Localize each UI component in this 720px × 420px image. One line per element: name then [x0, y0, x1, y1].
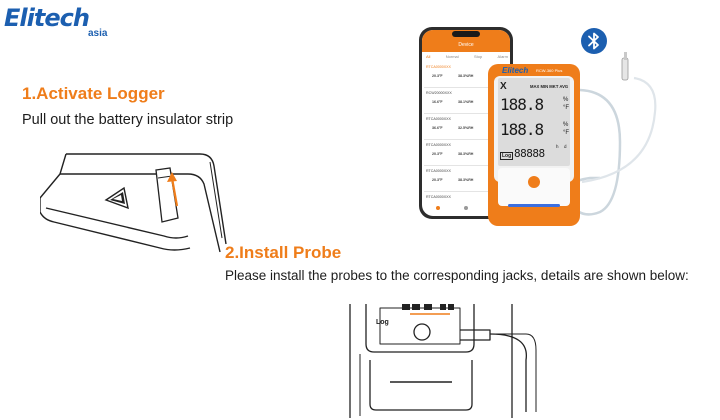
device-temp: 16.6°F: [432, 100, 443, 104]
device-card[interactable]: RCW20000XXX 16.6°F 38.1%RH: [424, 88, 508, 114]
lcd-log-suffix-2: d: [564, 144, 567, 149]
device-id: RTCA0000XXX: [426, 169, 451, 173]
device-id: RTCA0000XXX: [426, 65, 451, 69]
bluetooth-icon: [581, 28, 607, 54]
lcd-reading-1: 188.8: [500, 95, 544, 114]
device-list: RTCA0000XXX 20.3°F 38.3%RH RCW20000XXX 1…: [424, 62, 508, 206]
device-body: [488, 64, 580, 226]
step-2-description: Please install the probes to the corresp…: [225, 268, 689, 283]
data-logger-device: Elitech RCW-360 Plus X MAX MIN MKT AVG 1…: [488, 64, 580, 226]
device-temp: 36.6°F: [432, 126, 443, 130]
logger-back-illustration: [40, 153, 227, 253]
device-brand: Elitech: [502, 66, 529, 75]
device-id: RTCA0000XXX: [426, 143, 451, 147]
app-header-title: Device: [458, 42, 474, 48]
arrow-up-icon: [167, 172, 179, 207]
tab-stop[interactable]: Stop: [473, 54, 483, 59]
device-logo-mark: [104, 186, 129, 210]
device-humidity: 38.3%RH: [458, 178, 474, 182]
probe-install-illustration: [349, 304, 537, 418]
device-card[interactable]: RTCA0000XXX: [424, 192, 508, 206]
insulator-strip: [155, 167, 179, 223]
device-card[interactable]: RTCA0000XXX 36.6°F 32.5%RH: [424, 114, 508, 140]
lcd-reading-1-unit-2: °F: [563, 105, 570, 111]
device-id: RCW20000XXX: [426, 91, 452, 95]
brand-name: Elitech: [4, 4, 90, 32]
brand-logo: Elitech asia: [4, 2, 134, 42]
device-card[interactable]: RTCA0000XXX 20.3°F 38.3%RH: [424, 166, 508, 192]
tab-all[interactable]: All: [426, 54, 431, 59]
lcd-reading-2-unit: %: [563, 122, 569, 128]
tab-normal[interactable]: Normal: [445, 54, 459, 59]
device-card[interactable]: RTCA0000XXX 20.3°F 38.3%RH: [424, 140, 508, 166]
device-humidity: 32.5%RH: [458, 126, 474, 130]
device-id: RTCA0000XXX: [426, 195, 451, 199]
drawing-log-label: Log: [376, 319, 389, 326]
device-temp: 20.3°F: [432, 152, 443, 156]
lcd-reading-2-unit-2: °F: [563, 130, 570, 136]
device-humidity: 38.3%RH: [458, 152, 474, 156]
tab-alarm[interactable]: Alarm: [497, 54, 508, 59]
lcd-log-label: Log: [500, 152, 514, 160]
probe-cable-icon: [566, 52, 657, 216]
lcd-reading-2: 188.8: [500, 120, 544, 139]
device-temp: 20.3°F: [432, 74, 443, 78]
step-2-title: 2.Install Probe: [225, 243, 342, 262]
device-model: RCW-360 Plus: [536, 68, 563, 73]
lcd-stat-labels: MAX MIN MKT AVG: [530, 84, 569, 89]
app-tabs: All Normal Stop Alarm: [426, 54, 508, 59]
device-id: RTCA0000XXX: [426, 117, 451, 121]
brand-region: asia: [88, 28, 108, 39]
lcd-x-symbol: X: [500, 81, 507, 92]
lcd-log-suffix-1: h: [556, 144, 559, 149]
device-humidity: 38.3%RH: [458, 74, 474, 78]
step-1-title: 1.Activate Logger: [22, 84, 165, 103]
device-card[interactable]: RTCA0000XXX 20.3°F 38.3%RH: [424, 62, 508, 88]
device-temp: 20.3°F: [432, 178, 443, 182]
step-1-description: Pull out the battery insulator strip: [22, 112, 234, 128]
lcd-log-value: 88888: [514, 147, 545, 160]
lcd-reading-1-unit: %: [563, 97, 569, 103]
device-humidity: 38.1%RH: [458, 100, 474, 104]
